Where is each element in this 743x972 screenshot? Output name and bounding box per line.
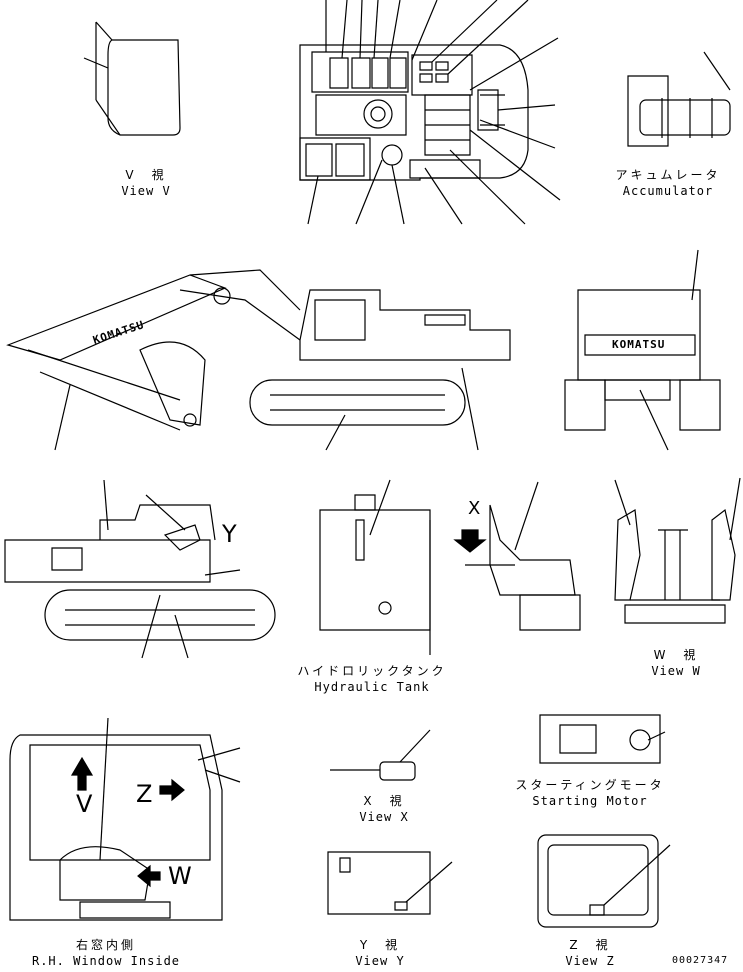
accumulator-drawing <box>628 52 730 146</box>
view-z-label-jp: Z 視 <box>569 938 611 952</box>
view-z-label-en: View Z <box>565 954 615 968</box>
window-inside-label-en: R.H. Window Inside <box>31 954 181 968</box>
window-inside-label-jp: 右窓内側 <box>75 938 137 952</box>
view-x-label-jp: X 視 <box>363 794 405 808</box>
view-x-machine-drawing <box>455 482 580 630</box>
marker-x: X <box>468 498 481 519</box>
view-w-drawing <box>615 478 740 623</box>
view-w-label-en: View W <box>651 664 701 678</box>
accumulator-label-en: Accumulator <box>622 184 714 198</box>
top-plan-view <box>300 0 560 224</box>
starting-motor-drawing <box>540 715 665 763</box>
rear-brand-text: KOMATSU <box>612 338 666 351</box>
view-v-drawing <box>84 22 180 135</box>
view-y-label-en: View Y <box>355 954 405 968</box>
accumulator-label-jp: アキュムレータ <box>615 168 721 182</box>
marker-z: Z <box>136 780 153 808</box>
view-x-detail <box>330 730 430 780</box>
hydraulic-tank-label-en: Hydraulic Tank <box>314 680 430 694</box>
excavator-side-view <box>8 270 510 450</box>
hydraulic-tank-label-jp: ハイドロリックタンク <box>297 664 447 678</box>
marker-v: V <box>76 790 93 818</box>
view-x-label-en: View X <box>359 810 409 824</box>
view-y-label-jp: Y 視 <box>359 938 401 952</box>
view-v-label-jp: V 視 <box>125 168 167 182</box>
view-v-label-en: View V <box>121 184 171 198</box>
view-w-label-jp: W 視 <box>653 648 699 662</box>
window-inside-drawing <box>10 718 240 920</box>
marker-w: W <box>168 862 192 890</box>
starting-motor-label-en: Starting Motor <box>532 794 648 808</box>
excavator-rear-view <box>565 250 720 450</box>
hydraulic-tank-drawing <box>320 480 430 655</box>
view-y-drawing <box>328 852 452 914</box>
marker-y: Y <box>222 520 237 548</box>
drawing-code: 00027347 <box>672 955 729 966</box>
excavator-left-view <box>5 480 275 658</box>
view-z-drawing <box>538 835 670 927</box>
starting-motor-label-jp: スターティングモータ <box>515 778 665 792</box>
